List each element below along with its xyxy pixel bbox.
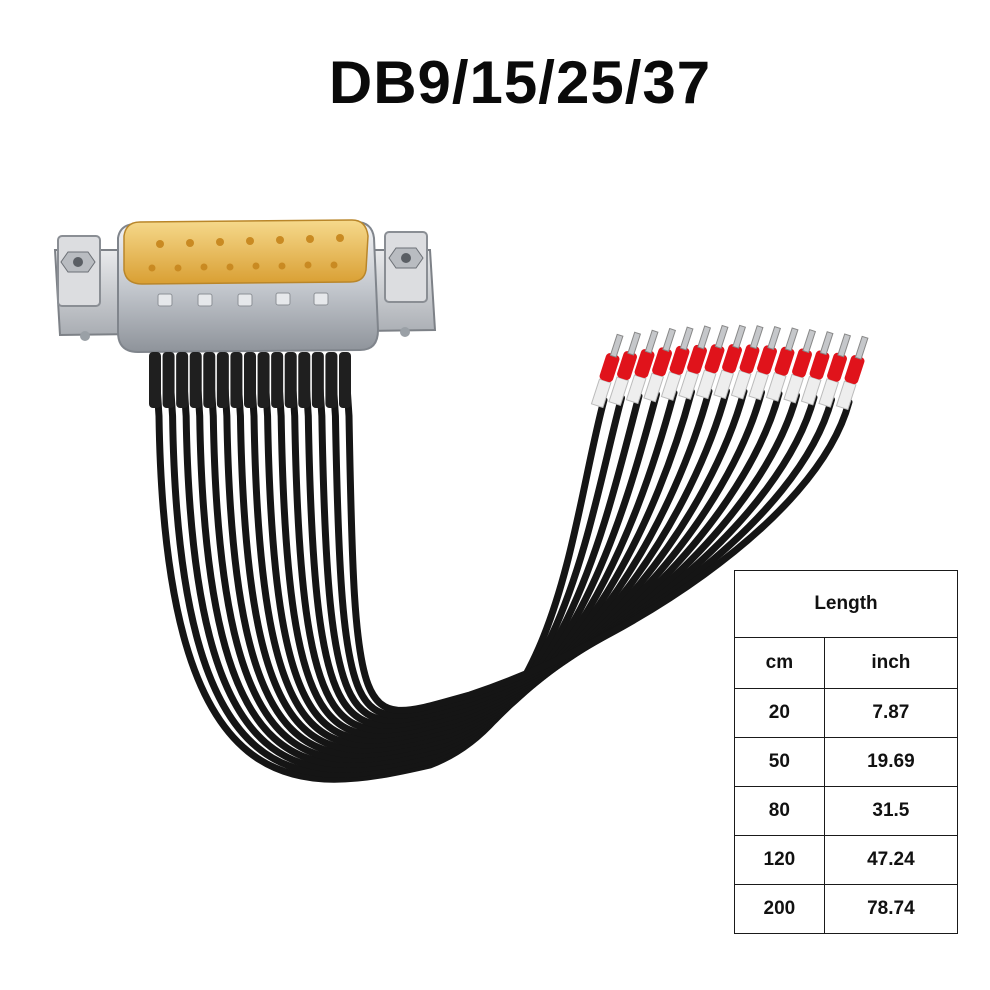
- cell-inch: 7.87: [823, 688, 959, 738]
- ferrule: [783, 329, 817, 404]
- ferrule: [678, 325, 712, 400]
- wire: [327, 352, 835, 719]
- ferrule: [695, 324, 729, 400]
- cell-inch: 47.24: [823, 835, 959, 885]
- cell-cm: 20: [734, 688, 825, 738]
- heat-shrink-sleeve: [189, 352, 202, 408]
- cell-cm: 50: [734, 737, 825, 787]
- ferrule: [713, 324, 747, 400]
- cell-inch: 19.69: [823, 737, 959, 787]
- heat-shrink-sleeve: [298, 352, 311, 408]
- wire: [165, 352, 625, 778]
- heat-shrink-sleeve: [271, 352, 284, 408]
- wire: [219, 352, 695, 759]
- wire: [151, 352, 608, 783]
- wire: [341, 352, 853, 714]
- cell-inch: 78.74: [823, 884, 959, 934]
- table-row: 20 7.87: [734, 688, 959, 738]
- ferrule: [660, 326, 694, 401]
- heat-shrink-sleeve: [311, 352, 324, 408]
- wire: [260, 352, 748, 744]
- heat-shrink-sleeve: [230, 352, 243, 408]
- wire: [205, 352, 678, 763]
- cell-cm: 200: [734, 884, 825, 934]
- wire: [273, 352, 765, 739]
- ferrule: [625, 329, 659, 405]
- table-row: 50 19.69: [734, 737, 959, 787]
- table-row: 120 47.24: [734, 835, 959, 885]
- heat-shrink-sleeve: [203, 352, 216, 408]
- page-title: DB9/15/25/37: [328, 49, 712, 116]
- ferrule-ends: [149, 324, 869, 411]
- wire: [287, 352, 783, 734]
- wire: [232, 352, 713, 754]
- ferrule: [608, 331, 642, 407]
- cell-cm: 80: [734, 786, 825, 836]
- length-table-header: Length: [734, 570, 958, 638]
- heat-shrink-sleeve: [284, 352, 297, 408]
- wire: [300, 352, 800, 729]
- cell-cm: 120: [734, 835, 825, 885]
- cell-inch: 31.5: [823, 786, 959, 836]
- ferrule: [818, 333, 852, 408]
- heat-shrink-sleeve: [216, 352, 229, 408]
- column-header-inch: inch: [823, 637, 959, 689]
- heat-shrink-sleeve: [162, 352, 175, 408]
- wire: [314, 352, 818, 724]
- ferrule: [643, 327, 677, 403]
- table-row: 80 31.5: [734, 786, 959, 836]
- heat-shrink-sleeve: [149, 352, 161, 408]
- heat-shrink-sleeve: [176, 352, 189, 408]
- heat-shrink-sleeve: [257, 352, 270, 408]
- heat-shrink-sleeve: [325, 352, 338, 408]
- ferrule: [730, 325, 764, 400]
- ferrule: [800, 331, 834, 406]
- table-row: 200 78.74: [734, 884, 959, 934]
- ferrule: [590, 333, 624, 409]
- db-connector: [53, 219, 437, 354]
- wire-bundle: [151, 352, 853, 783]
- heat-shrink-sleeve: [244, 352, 256, 408]
- column-header-cm: cm: [734, 637, 825, 689]
- ferrule: [765, 327, 799, 402]
- wire: [192, 352, 660, 768]
- wire: [178, 352, 643, 773]
- wire: [246, 352, 730, 749]
- ferrule: [835, 335, 869, 411]
- ferrule: [748, 325, 782, 401]
- heat-shrink-sleeve: [339, 352, 351, 408]
- length-table: Length cm inch 20 7.87 50 19.69 80 31.5 …: [734, 570, 959, 934]
